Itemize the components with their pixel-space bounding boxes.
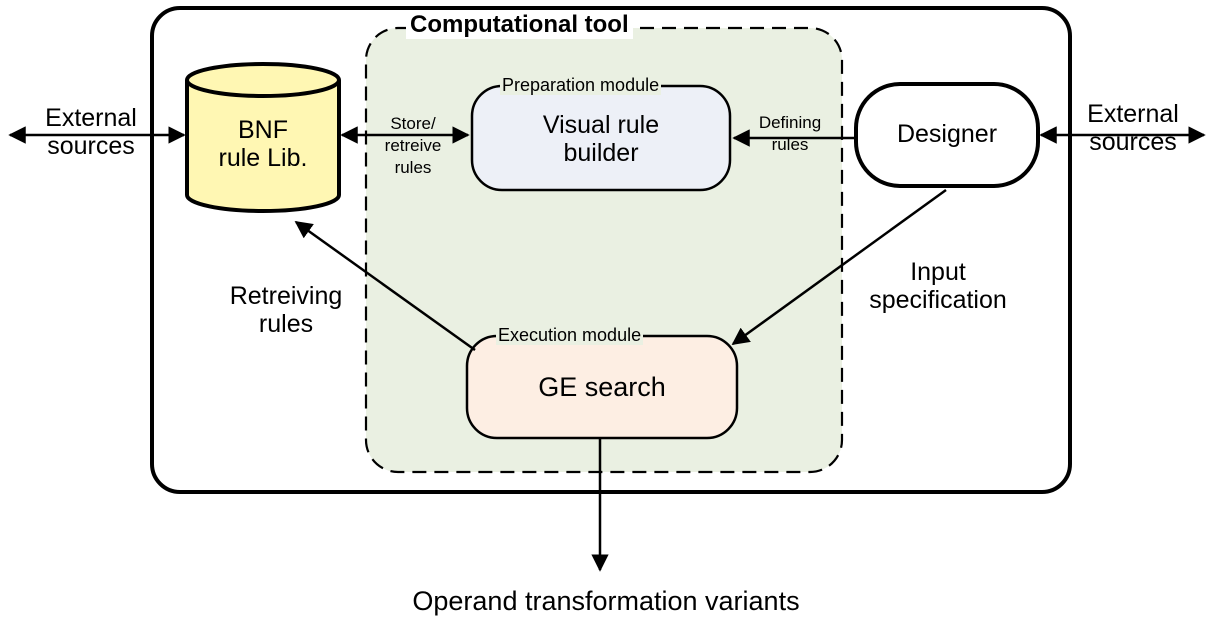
external-right-line1: External xyxy=(1087,100,1179,128)
bnf-line1: BNF xyxy=(238,116,288,144)
external-sources-left-label: External sources xyxy=(26,104,156,160)
preparation-module-label: Preparation module xyxy=(500,75,662,96)
ge-search-label: GE search xyxy=(538,372,666,402)
visual-line1: Visual rule xyxy=(542,111,660,139)
input-specification-label: Input specification xyxy=(848,258,1028,314)
defining-line2: rules xyxy=(771,135,809,155)
visual-rule-builder-label: Visual rule builder xyxy=(472,111,730,167)
arrow-retreiving-rules xyxy=(294,220,476,352)
store-line2: retreive xyxy=(384,136,442,156)
bnf-database-icon xyxy=(185,62,341,213)
arrow-input-specification xyxy=(731,188,947,346)
store-line1: Store/ xyxy=(390,114,436,133)
output-label: Operand transformation variants xyxy=(412,586,800,616)
defining-line1: Defining xyxy=(758,113,822,132)
defining-rules-label: Defining rules xyxy=(740,112,840,156)
external-left-line1: External xyxy=(45,104,137,132)
retreiving-line2: rules xyxy=(258,310,314,338)
computational-tool-title: Computational tool xyxy=(406,11,633,39)
input-line1: Input xyxy=(910,258,966,286)
designer-box xyxy=(854,82,1040,188)
store-line3: rules xyxy=(394,158,432,178)
designer-label: Designer xyxy=(896,120,998,148)
visual-line2: builder xyxy=(563,139,639,167)
input-line2: specification xyxy=(869,286,1007,314)
retreiving-rules-label: Retreiving rules xyxy=(196,282,376,338)
external-right-line2: sources xyxy=(1089,128,1177,156)
bnf-line2: rule Lib. xyxy=(218,144,308,172)
external-sources-right-label: External sources xyxy=(1068,100,1198,156)
bnf-rule-library-label: BNF rule Lib. xyxy=(187,116,339,172)
store-retreive-label: Store/ retreive rules xyxy=(366,113,460,179)
external-left-line2: sources xyxy=(47,132,135,160)
execution-module-label: Execution module xyxy=(496,325,644,346)
retreiving-line1: Retreiving xyxy=(229,282,343,310)
